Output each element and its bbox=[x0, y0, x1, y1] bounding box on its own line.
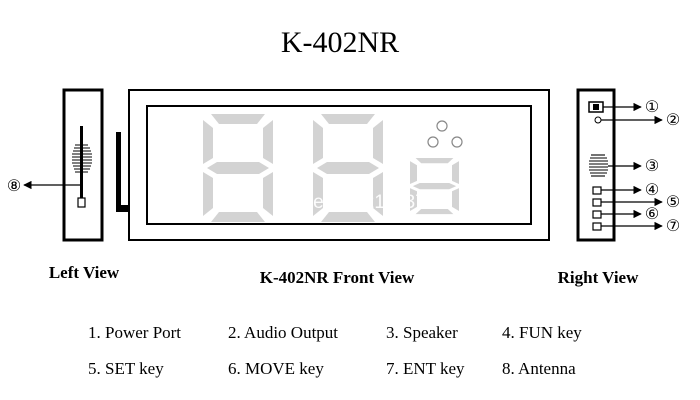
legend-item-move-key: 6. MOVE key bbox=[228, 359, 324, 378]
fun-key bbox=[592, 186, 602, 195]
callout-4: ④ bbox=[645, 182, 659, 199]
right-speaker-grille bbox=[589, 154, 608, 177]
left-antenna-base bbox=[77, 197, 86, 208]
watermark: Store No: 211437 bbox=[278, 192, 426, 213]
left-view-label: Left View bbox=[49, 263, 120, 282]
right-view: ① ② ③ ④ ⑤ ⑥ ⑦ bbox=[576, 88, 680, 242]
legend-item-ent-key: 7. ENT key bbox=[386, 359, 465, 378]
front-antenna bbox=[116, 132, 121, 212]
callout-1: ① bbox=[645, 99, 659, 116]
indicator-dot-left bbox=[427, 136, 439, 148]
legend-item-set-key: 5. SET key bbox=[88, 359, 164, 378]
left-view: ⑧ bbox=[7, 88, 104, 242]
callout-8: ⑧ bbox=[7, 178, 21, 195]
set-key bbox=[592, 198, 602, 207]
indicator-dot-top bbox=[436, 120, 448, 132]
legend: 1. Power Port 2. Audio Output 3. Speaker… bbox=[88, 323, 582, 378]
callout-5: ⑤ bbox=[666, 194, 680, 211]
callout-6: ⑥ bbox=[645, 206, 659, 223]
callout-2: ② bbox=[666, 112, 680, 129]
front-view: Store No: 211437 bbox=[116, 89, 550, 241]
move-key bbox=[592, 210, 602, 219]
legend-item-audio-output: 2. Audio Output bbox=[228, 323, 338, 342]
left-speaker-grille bbox=[72, 144, 92, 173]
right-view-label: Right View bbox=[558, 268, 639, 287]
page-title: K-402NR bbox=[281, 26, 399, 59]
front-antenna-foot bbox=[116, 205, 129, 212]
legend-item-fun-key: 4. FUN key bbox=[502, 323, 582, 342]
audio-output-jack bbox=[594, 116, 602, 124]
front-view-label: K-402NR Front View bbox=[260, 268, 415, 287]
callout-3: ③ bbox=[645, 158, 659, 175]
indicator-dot-right bbox=[451, 136, 463, 148]
left-view-body bbox=[62, 88, 104, 242]
legend-item-power-port: 1. Power Port bbox=[88, 323, 181, 342]
legend-item-speaker: 3. Speaker bbox=[386, 323, 458, 342]
ent-key bbox=[592, 222, 602, 231]
callout-7: ⑦ bbox=[666, 218, 680, 235]
power-port-inner bbox=[593, 104, 599, 110]
legend-item-antenna: 8. Antenna bbox=[502, 359, 576, 378]
